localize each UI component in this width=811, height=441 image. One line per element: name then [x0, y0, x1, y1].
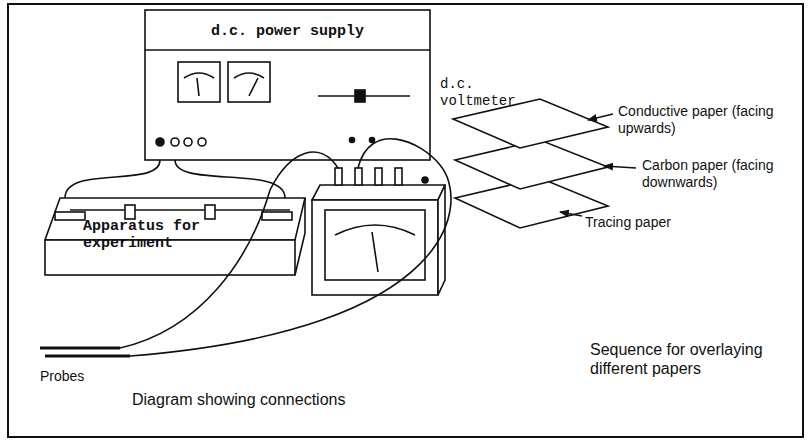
power-supply-drawing [145, 10, 430, 160]
apparatus-board [45, 198, 305, 275]
paper-label: Carbon paper (facing downwards) [642, 157, 802, 191]
paper-label: Tracing paper [585, 214, 725, 231]
apparatus-box: Apparatus for experiment [45, 198, 305, 275]
caption-label: Sequence for overlaying different papers [590, 340, 780, 378]
caption-label: Diagram showing connections [132, 390, 432, 409]
node-text: Apparatus for experiment [83, 218, 223, 253]
paper-label: Conductive paper (facing upwards) [618, 103, 790, 137]
power-supply-box: d.c. power supply [145, 10, 430, 160]
frame [8, 4, 803, 437]
supply-wire [65, 160, 160, 198]
paper-stack [453, 99, 608, 228]
supply-wire [175, 160, 285, 198]
instrument-label: d.c. voltmeter [440, 76, 535, 110]
probe-leads [40, 139, 451, 356]
voltmeter-drawing [312, 168, 445, 295]
part-label: Probes [40, 368, 130, 385]
node-text: d.c. power supply [145, 23, 430, 40]
